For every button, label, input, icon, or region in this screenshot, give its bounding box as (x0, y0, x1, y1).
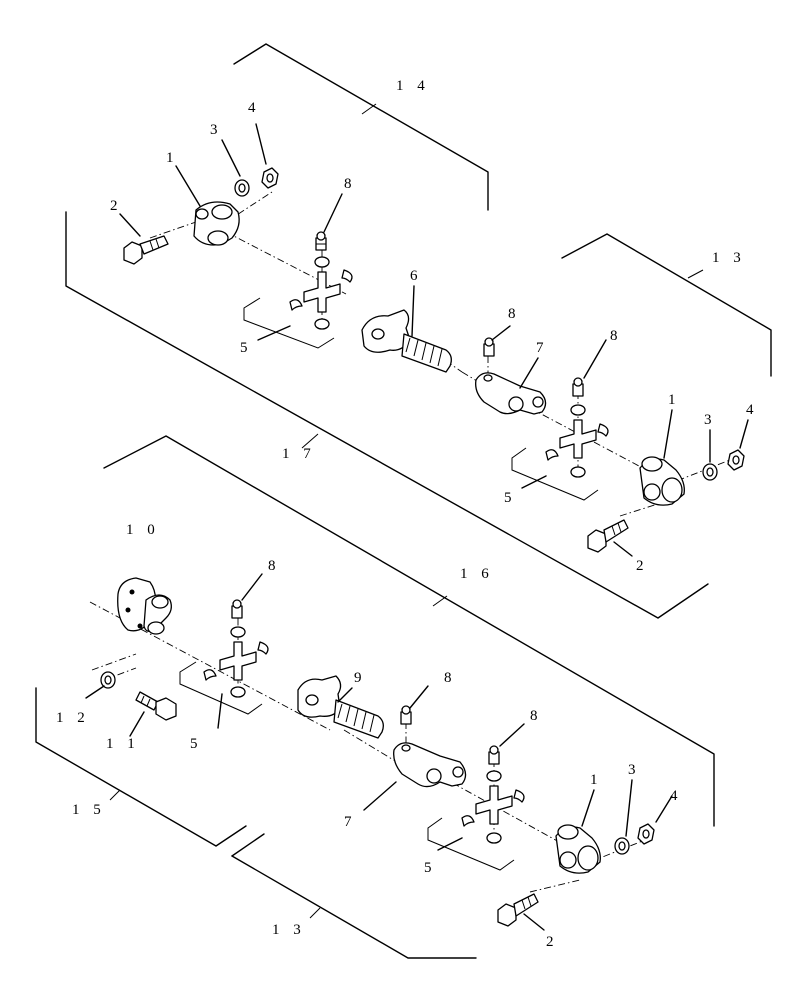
callout-lower-8c: 8 (530, 708, 543, 724)
callout-13-upper: 1 3 (712, 250, 746, 266)
callout-16: 1 6 (460, 566, 494, 582)
washer-upper (234, 179, 250, 197)
yoke-lower (555, 824, 601, 874)
bracket-5-lower-left (179, 661, 263, 715)
callout-lower-5b: 5 (424, 860, 437, 876)
callout-mid-2: 2 (636, 558, 649, 574)
outer-yoke-7-lower (393, 742, 467, 788)
grease-fitting-lower-b (400, 705, 412, 725)
bolt-middle (587, 519, 629, 553)
bracket-13-lower (231, 833, 477, 959)
nut-lower (637, 823, 655, 845)
callout-mid-7: 7 (536, 340, 549, 356)
bolt-upper (123, 235, 169, 265)
callout-upper-3: 3 (210, 122, 223, 138)
callout-upper-1: 1 (166, 150, 179, 166)
nut-upper (261, 167, 279, 189)
cross-kit-middle (545, 404, 609, 478)
inner-yoke-9 (297, 675, 384, 739)
grease-fitting-upper (315, 231, 327, 251)
yoke-upper (193, 201, 240, 246)
callout-lower-5: 5 (190, 736, 203, 752)
callout-13-lower: 1 3 (272, 922, 306, 938)
centerlines (89, 191, 741, 893)
bracket-17 (65, 211, 709, 619)
grease-fitting-lower-a (231, 599, 243, 619)
grease-fitting-lower-c (488, 745, 500, 765)
callout-upper-5: 5 (240, 340, 253, 356)
callout-lower-7: 7 (344, 814, 357, 830)
grease-fitting-mid-b (572, 377, 584, 397)
callout-lower-8b: 8 (444, 670, 457, 686)
cross-kit-upper (289, 256, 353, 330)
callout-mid-8b: 8 (610, 328, 623, 344)
callout-upper-8: 8 (344, 176, 357, 192)
bracket-5-upper (243, 297, 335, 349)
bolt-lower (497, 893, 539, 927)
grease-fitting-mid-a (483, 337, 495, 357)
callout-17: 1 7 (282, 446, 316, 462)
callout-15: 1 5 (72, 802, 106, 818)
callout-14: 1 4 (396, 78, 430, 94)
callout-upper-4: 4 (248, 100, 261, 116)
inner-yoke-6 (361, 309, 452, 373)
callout-lower-3: 3 (628, 762, 641, 778)
callout-mid-4: 4 (746, 402, 759, 418)
bracket-14 (233, 43, 489, 211)
bolt-11 (135, 691, 177, 721)
callout-lower-1: 1 (590, 772, 603, 788)
callout-lower-4: 4 (670, 788, 683, 804)
leader-lines (85, 123, 749, 931)
callout-mid-8a: 8 (508, 306, 521, 322)
bracket-5-lower-right (427, 817, 515, 871)
cross-kit-lower-right (461, 770, 525, 844)
nut-middle (727, 449, 745, 471)
yoke-middle (639, 456, 685, 506)
bracket-13-upper (561, 233, 772, 377)
bracket-16 (103, 435, 715, 827)
callout-lower-9: 9 (354, 670, 367, 686)
bracket-5-middle (511, 447, 599, 501)
washer-lower (614, 837, 630, 855)
callout-mid-1: 1 (668, 392, 681, 408)
callout-mid-5: 5 (504, 490, 517, 506)
flange-yoke-10 (117, 577, 172, 635)
callout-upper-2: 2 (110, 198, 123, 214)
cross-kit-lower-left (203, 626, 269, 698)
callout-upper-6: 6 (410, 268, 423, 284)
callout-12: 1 2 (56, 710, 90, 726)
callout-labels: 1 4 1 3 1 7 1 6 1 5 1 3 1 0 1 2 1 1 1 2 … (56, 78, 759, 950)
bracket-15 (35, 687, 247, 847)
callout-lower-2: 2 (546, 934, 559, 950)
callout-mid-3: 3 (704, 412, 717, 428)
callout-10: 1 0 (126, 522, 160, 538)
callout-11: 1 1 (106, 736, 140, 752)
callout-lower-8a: 8 (268, 558, 281, 574)
washer-12 (100, 671, 116, 689)
washer-middle (702, 463, 718, 481)
outer-yoke-7-upper (475, 372, 547, 415)
